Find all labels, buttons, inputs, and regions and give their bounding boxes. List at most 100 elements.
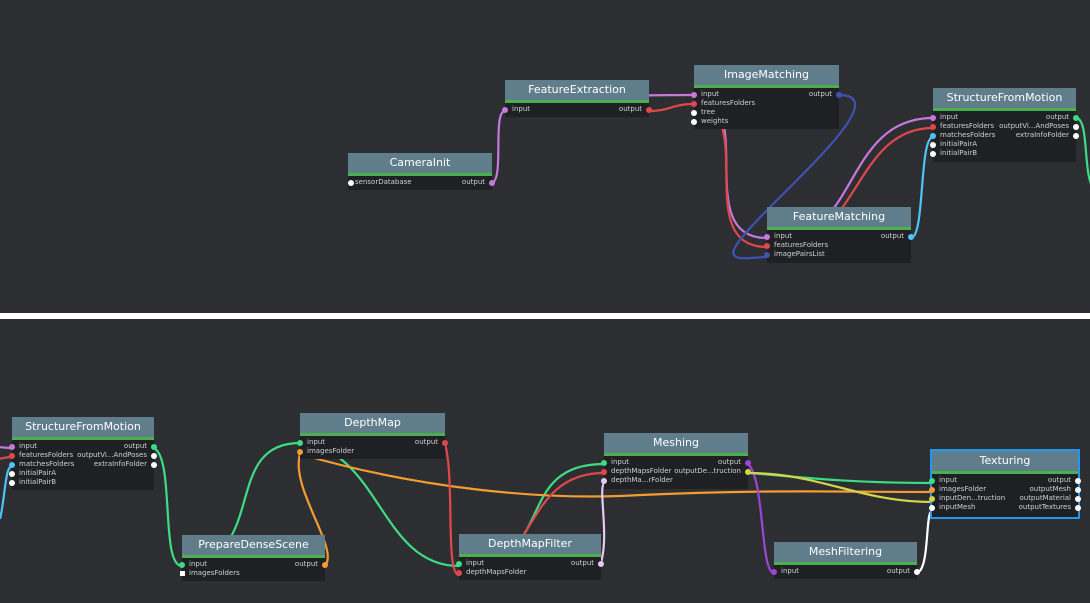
port-depthmapsfolder[interactable] — [601, 468, 607, 475]
port-inputmesh[interactable] — [929, 504, 935, 511]
port-input[interactable] — [691, 91, 697, 98]
port-imagepairslist[interactable] — [764, 251, 770, 258]
node-preparedensescene[interactable]: PrepareDenseScene input output imagesFol… — [179, 535, 328, 581]
attr-label: extraInfoFolder — [1015, 131, 1069, 139]
attr-row: input output — [502, 105, 652, 114]
port-featuresfolders[interactable] — [691, 100, 697, 107]
attr-row: weights — [691, 117, 839, 126]
port-input[interactable] — [502, 106, 508, 113]
port-initialpaira[interactable] — [9, 470, 15, 477]
node-title: MeshFiltering — [774, 542, 917, 565]
port-output[interactable] — [322, 561, 328, 568]
port-input[interactable] — [764, 233, 770, 240]
port-extrainfofolder[interactable] — [151, 461, 157, 468]
port-tree[interactable] — [691, 109, 697, 116]
attr-label: imagePairsList — [774, 250, 825, 258]
port-output[interactable] — [1075, 477, 1081, 484]
port-imagesfolders[interactable] — [180, 571, 185, 576]
node-depthmap[interactable]: DepthMap input output imagesFolder — [297, 413, 448, 459]
port-weights[interactable] — [691, 118, 697, 125]
attr-row: initialPairA — [9, 469, 154, 478]
attr-label: output — [294, 560, 318, 568]
node-featureextraction[interactable]: FeatureExtraction input output — [502, 80, 652, 117]
attr-label: featuresFolders — [701, 99, 756, 107]
port-featuresfolders[interactable] — [9, 452, 15, 459]
edge-depthmapfilter-meshing-filter — [598, 482, 606, 566]
port-output[interactable] — [151, 443, 157, 450]
port-input[interactable] — [930, 114, 936, 121]
attr-row: initialPairA — [930, 140, 1076, 149]
port-imagesfolder[interactable] — [297, 448, 303, 455]
graph-editor-top[interactable]: CameraInit sensorDatabase output Feature… — [0, 0, 1090, 313]
attr-label: output — [123, 442, 147, 450]
node-featurematching[interactable]: FeatureMatching input output featuresFol… — [764, 207, 914, 263]
attr-label: imagesFolders — [189, 569, 240, 577]
node-title: StructureFromMotion — [933, 88, 1076, 111]
attr-row: input output — [601, 458, 751, 467]
port-output[interactable] — [442, 439, 448, 446]
port-output[interactable] — [908, 233, 914, 240]
port-input[interactable] — [179, 561, 185, 568]
port-initialpaira[interactable] — [930, 141, 936, 148]
port-featuresfolders[interactable] — [764, 242, 770, 249]
attr-label: depthMa...rFolder — [611, 476, 673, 484]
port-outputtextures[interactable] — [1075, 504, 1081, 511]
attr-label: initialPairB — [940, 149, 978, 157]
attr-label: input — [939, 476, 958, 484]
port-input[interactable] — [771, 568, 777, 575]
node-texturing[interactable]: Texturing input output imagesFolder outp… — [929, 449, 1081, 519]
port-output[interactable] — [836, 91, 842, 98]
port-outputmaterial[interactable] — [1075, 495, 1081, 502]
node-structurefrommotion[interactable]: StructureFromMotion input output feature… — [930, 88, 1079, 162]
port-matchesfolders[interactable] — [9, 461, 15, 468]
port-input[interactable] — [9, 443, 15, 450]
port-featuresfolders[interactable] — [930, 123, 936, 130]
node-title: StructureFromMotion — [12, 417, 154, 440]
port-sensordatabase[interactable] — [348, 179, 354, 186]
node-meshing[interactable]: Meshing input output depthMapsFolder out… — [601, 433, 751, 489]
attr-row: input output — [297, 438, 448, 447]
port-extrainfofolder[interactable] — [1073, 132, 1079, 139]
port-output[interactable] — [489, 179, 495, 186]
port-outputviewsandposes[interactable] — [151, 452, 157, 459]
node-title: CameraInit — [348, 153, 492, 176]
attr-row: depthMapsFolder outputDe...truction — [601, 467, 751, 476]
attr-label: sensorDatabase — [355, 178, 412, 186]
attr-label: input — [512, 105, 531, 113]
port-initialpairb[interactable] — [930, 150, 936, 157]
edge-meshing-texturing-dense — [747, 471, 933, 504]
node-structurefrommotion[interactable]: StructureFromMotion input output feature… — [9, 417, 157, 490]
node-camerainit[interactable]: CameraInit sensorDatabase output — [348, 153, 495, 190]
port-inputdensereconstruction[interactable] — [929, 495, 935, 502]
port-input[interactable] — [297, 439, 303, 446]
attr-row: featuresFolders — [691, 99, 839, 108]
port-output[interactable] — [914, 568, 920, 575]
edge-meshfiltering-texturing — [916, 509, 934, 575]
node-imagematching[interactable]: ImageMatching input output featuresFolde… — [691, 65, 842, 129]
port-outputviewsandposes[interactable] — [1073, 123, 1079, 130]
port-initialpairb[interactable] — [9, 479, 15, 486]
attr-row: input output — [929, 476, 1081, 485]
port-outputdensereconstruction[interactable] — [745, 468, 751, 475]
node-depthmapfilter[interactable]: DepthMapFilter input output depthMapsFol… — [456, 534, 604, 580]
attr-label: inputMesh — [939, 503, 976, 511]
graph-editor-bottom[interactable]: StructureFromMotion input output feature… — [0, 319, 1090, 603]
edge-images-texturing — [299, 452, 933, 498]
attr-label: output — [461, 178, 485, 186]
port-input[interactable] — [929, 477, 935, 484]
port-output[interactable] — [1073, 114, 1079, 121]
port-input[interactable] — [456, 560, 462, 567]
port-input[interactable] — [601, 459, 607, 466]
port-depthmapsfolder[interactable] — [456, 569, 462, 576]
attr-label: output — [1045, 113, 1069, 121]
port-output[interactable] — [646, 106, 652, 113]
port-matchesfolders[interactable] — [930, 132, 936, 139]
port-depthmapsfilterfolder[interactable] — [601, 477, 607, 484]
port-imagesfolder[interactable] — [929, 486, 935, 493]
edge-featurematching-sfm — [910, 135, 934, 240]
attr-label: output — [880, 232, 904, 240]
port-output[interactable] — [745, 459, 751, 466]
port-output[interactable] — [598, 560, 604, 567]
port-outputmesh[interactable] — [1075, 486, 1081, 493]
node-meshfiltering[interactable]: MeshFiltering input output — [771, 542, 920, 579]
